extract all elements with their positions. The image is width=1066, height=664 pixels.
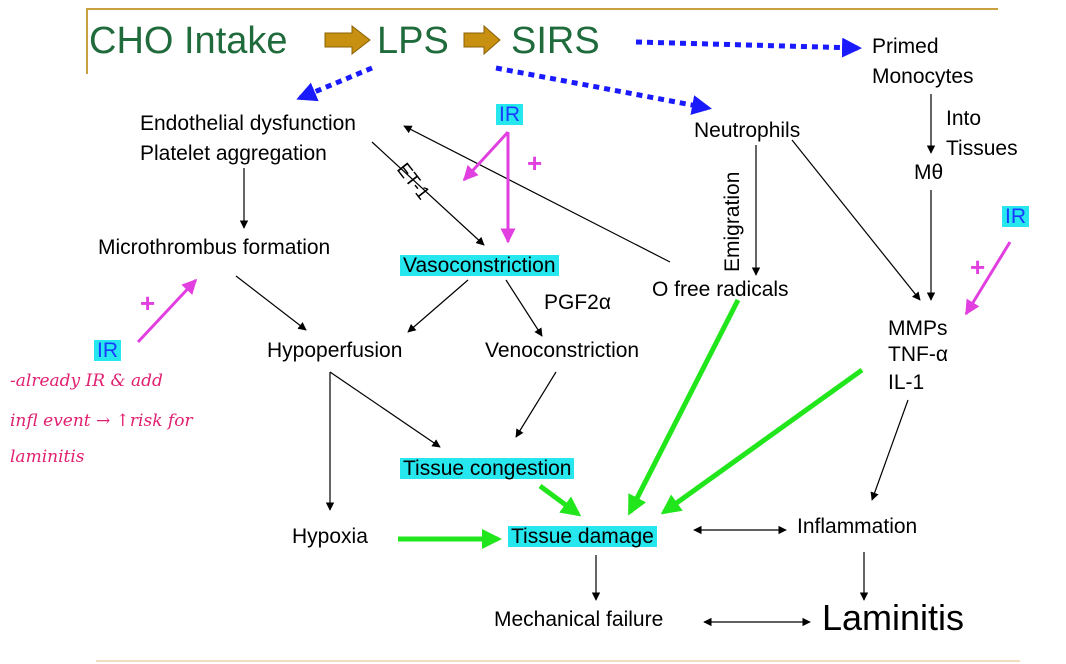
plus-top: +: [527, 148, 543, 178]
plus-left: +: [140, 288, 156, 318]
title-sirs: SIRS: [511, 20, 600, 62]
header-rule: [86, 8, 998, 10]
lps-to-endothelial-arrow: [296, 65, 373, 102]
ir-top-label: IR: [496, 104, 523, 125]
node-platelet-aggregation: Platelet aggregation: [140, 142, 327, 165]
ir-to-mmps-arrow: [964, 241, 1012, 316]
sirs-to-monocytes-arrow: [635, 37, 862, 58]
node-o-free-radicals: O free radicals: [652, 278, 789, 301]
node-venoconstriction: Venoconstriction: [485, 339, 640, 362]
title-lps: LPS: [377, 20, 449, 62]
node-laminitis: Laminitis: [822, 597, 965, 638]
ir-left-label: IR: [94, 340, 121, 361]
node-endothelial-dysfunction: Endothelial dysfunction: [140, 112, 356, 135]
ir-to-microthrombus-arrow: [136, 278, 198, 344]
header-left-rule: [86, 8, 88, 74]
node-monocytes: Monocytes: [872, 65, 974, 88]
vasoconstriction-to-hypoperfusion-arrow: [407, 279, 469, 333]
node-mechanical-failure: Mechanical failure: [494, 608, 664, 631]
il1-to-inflammation-arrow: [870, 399, 909, 501]
node-hypoperfusion: Hypoperfusion: [267, 339, 403, 362]
label-into: Into: [946, 107, 982, 130]
node-tissue-congestion: Tissue congestion: [400, 458, 575, 479]
footer-rule: [96, 660, 1020, 662]
microthrombus-to-hypoperfusion-arrow: [235, 275, 307, 331]
title-arrow-1: [324, 24, 371, 56]
node-il1: IL-1: [888, 371, 925, 394]
plus-right: +: [970, 252, 986, 282]
node-mmps: MMPs: [888, 317, 948, 340]
node-vasoconstriction: Vasoconstriction: [400, 255, 559, 276]
label-emigration: Emigration: [721, 171, 744, 272]
ofr-to-damage-arrow: [627, 298, 741, 516]
node-primed: Primed: [872, 35, 939, 58]
venoconstriction-to-congestion-arrow: [515, 371, 557, 438]
node-hypoxia: Hypoxia: [292, 525, 368, 548]
mmps-to-damage-arrow: [660, 367, 864, 515]
ofr-to-endothelial-arrow: [403, 125, 671, 263]
hypoperfusion-to-congestion-arrow: [329, 371, 441, 448]
vasoconstriction-to-venoconstriction-arrow: [505, 279, 543, 337]
congestion-to-damage-arrow: [538, 483, 582, 517]
ir-right-label: IR: [1002, 206, 1029, 227]
node-inflammation: Inflammation: [797, 515, 918, 538]
title-cho-intake: CHO Intake: [89, 20, 288, 62]
handwritten-note-line-1: -already IR & add: [10, 371, 163, 391]
node-tnf-alpha: TNF-α: [888, 343, 948, 366]
node-neutrophils: Neutrophils: [694, 119, 801, 142]
label-tissues: Tissues: [946, 137, 1018, 160]
neutrophils-to-mmps-arrow: [791, 139, 921, 301]
ir-to-et1-arrow: [462, 130, 510, 182]
lps-to-neutrophils-arrow: [495, 65, 712, 115]
title-arrow-2: [463, 24, 501, 56]
platelet-to-vasoconstriction-arrow: [371, 141, 485, 246]
handwritten-note-line-3: laminitis: [10, 447, 85, 467]
node-tissue-damage: Tissue damage: [508, 526, 657, 547]
node-microthrombus: Microthrombus formation: [98, 236, 331, 259]
handwritten-note: -already IR & add infl event → ↑risk for…: [10, 371, 193, 467]
handwritten-note-line-2: infl event → ↑risk for: [10, 411, 193, 431]
label-pgf2a: PGF2α: [544, 291, 611, 314]
node-macrophage: Mθ: [914, 161, 944, 184]
